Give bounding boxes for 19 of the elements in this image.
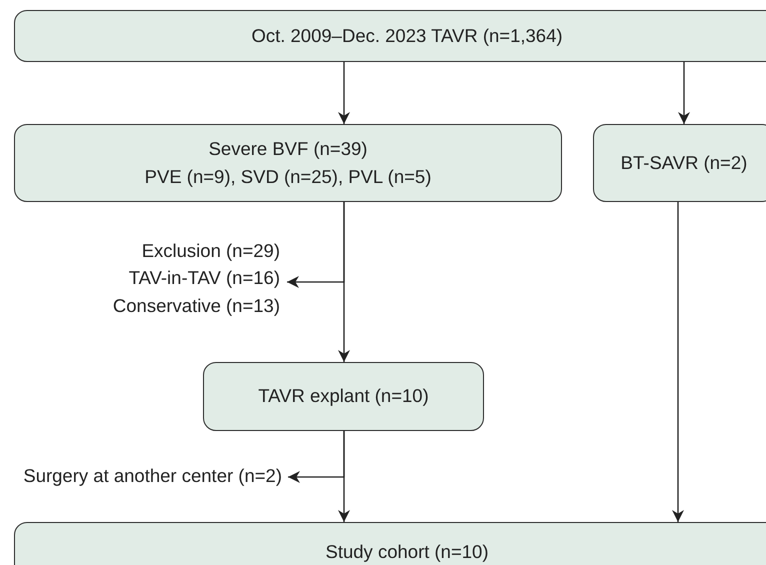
arrow	[338, 431, 350, 522]
note-text: Conservative (n=13)	[112, 296, 280, 316]
box-text: PVE (n=9), SVD (n=25), PVL (n=5)	[144, 166, 432, 187]
box-text: BT-SAVR (n=2)	[620, 152, 748, 174]
arrow	[338, 62, 350, 124]
box-text: TAVR explant (n=10)	[258, 386, 429, 407]
arrow	[672, 202, 684, 522]
process-box	[14, 124, 562, 202]
arrow	[678, 62, 690, 124]
note-text: Exclusion (n=29)	[142, 241, 280, 262]
process-box	[593, 124, 766, 202]
box-text: Study cohort (n=10)	[326, 542, 488, 562]
process-box	[14, 10, 766, 62]
process-box	[203, 362, 484, 431]
note-text: Surgery at another center (n=2)	[23, 466, 282, 486]
box-text: Severe BVF (n=39)	[208, 139, 368, 160]
arrow	[338, 202, 350, 362]
box-text: Oct. 2009–Dec. 2023 TAVR (n=1,364)	[251, 26, 563, 46]
note-text: TAV-in-TAV (n=16)	[128, 268, 280, 289]
